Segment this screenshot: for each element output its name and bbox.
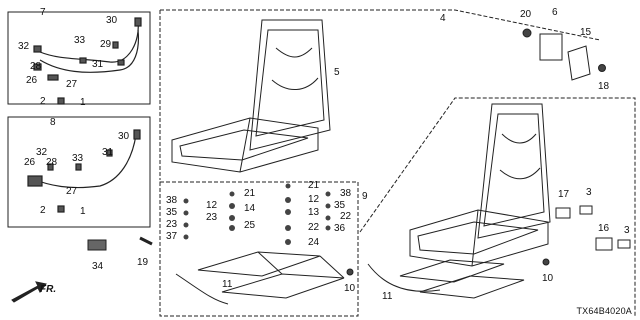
clip-10-right [542,258,550,266]
seat-frame-right [409,103,551,267]
callout-35: 35 [166,207,178,218]
callout-21: 21 [244,188,256,199]
wire-harness-7 [33,17,142,105]
callout-26: 26 [26,75,38,86]
harness-box-8 [7,116,151,228]
diagram-part-code: TX64B4020A [576,306,632,316]
callout-31: 31 [102,147,114,158]
callout-1: 1 [80,206,86,217]
callout-1: 1 [80,97,86,108]
bracket-16 [595,237,613,251]
callout-38: 38 [166,195,178,206]
screw-18 [598,64,606,72]
callout-31: 31 [92,59,104,70]
callout-5: 5 [334,67,340,78]
callout-4: 4 [440,13,446,24]
callout-28: 28 [30,61,42,72]
callout-15: 15 [580,27,592,38]
callout-20: 20 [520,9,532,20]
seat-frame-5 [171,19,331,173]
callout-8: 8 [50,117,56,128]
callout-12: 12 [206,200,218,211]
callout-13: 13 [308,207,320,218]
callout-23: 23 [206,212,218,223]
frame-box-4-top [160,9,601,41]
callout-25: 25 [244,220,256,231]
callout-32: 32 [18,41,30,52]
callout-26: 26 [24,157,36,168]
frame-box-right [359,97,636,316]
harness-box-7 [7,11,151,105]
screw-20 [522,28,532,38]
front-arrow-icon [11,281,47,303]
callout-22: 22 [340,211,352,222]
part-19-cable [139,236,153,246]
seat-slide-rails-right [399,259,525,299]
callout-2: 2 [40,96,46,107]
callout-33: 33 [72,153,84,164]
callout-38: 38 [340,188,352,199]
cover-6 [539,33,563,61]
slide-bar-11-right [367,263,441,292]
callout-37: 37 [166,231,178,242]
callout-9: 9 [362,191,368,202]
callout-32: 32 [36,147,48,158]
callout-3: 3 [586,187,592,198]
slide-box-9 [159,181,359,317]
wire-harness-8 [27,129,141,213]
callout-19: 19 [137,257,149,268]
callout-3: 3 [624,225,630,236]
front-direction-label: FR. [40,284,57,295]
callout-27: 27 [66,79,78,90]
clip-10-left [346,268,354,276]
slide-bar-11-left [175,273,229,305]
callout-18: 18 [598,81,610,92]
callout-2: 2 [40,205,46,216]
callout-11: 11 [222,279,233,290]
part-34 [87,239,107,251]
callout-23: 23 [166,219,178,230]
bracket-17 [555,207,571,219]
callout-21: 21 [308,180,320,191]
callout-16: 16 [598,223,610,234]
callout-22: 22 [308,222,320,233]
callout-30: 30 [106,15,118,26]
callout-6: 6 [552,7,558,18]
callout-29: 29 [100,39,112,50]
cap-3a [579,205,593,215]
cap-3b [617,239,631,249]
callout-7: 7 [40,7,46,18]
callout-33: 33 [74,35,86,46]
callout-27: 27 [66,186,78,197]
callout-11: 11 [382,291,393,302]
callout-14: 14 [244,203,256,214]
callout-36: 36 [334,223,346,234]
seat-slide-rails-9 [197,251,345,299]
callout-10: 10 [542,273,554,284]
callout-17: 17 [558,189,570,200]
callout-35: 35 [334,200,346,211]
callout-28: 28 [46,157,58,168]
callout-30: 30 [118,131,130,142]
cover-15 [567,45,591,81]
fastener-column [183,183,331,245]
callout-34: 34 [92,261,104,272]
callout-10: 10 [344,283,356,294]
callout-24: 24 [308,237,320,248]
callout-12: 12 [308,194,320,205]
